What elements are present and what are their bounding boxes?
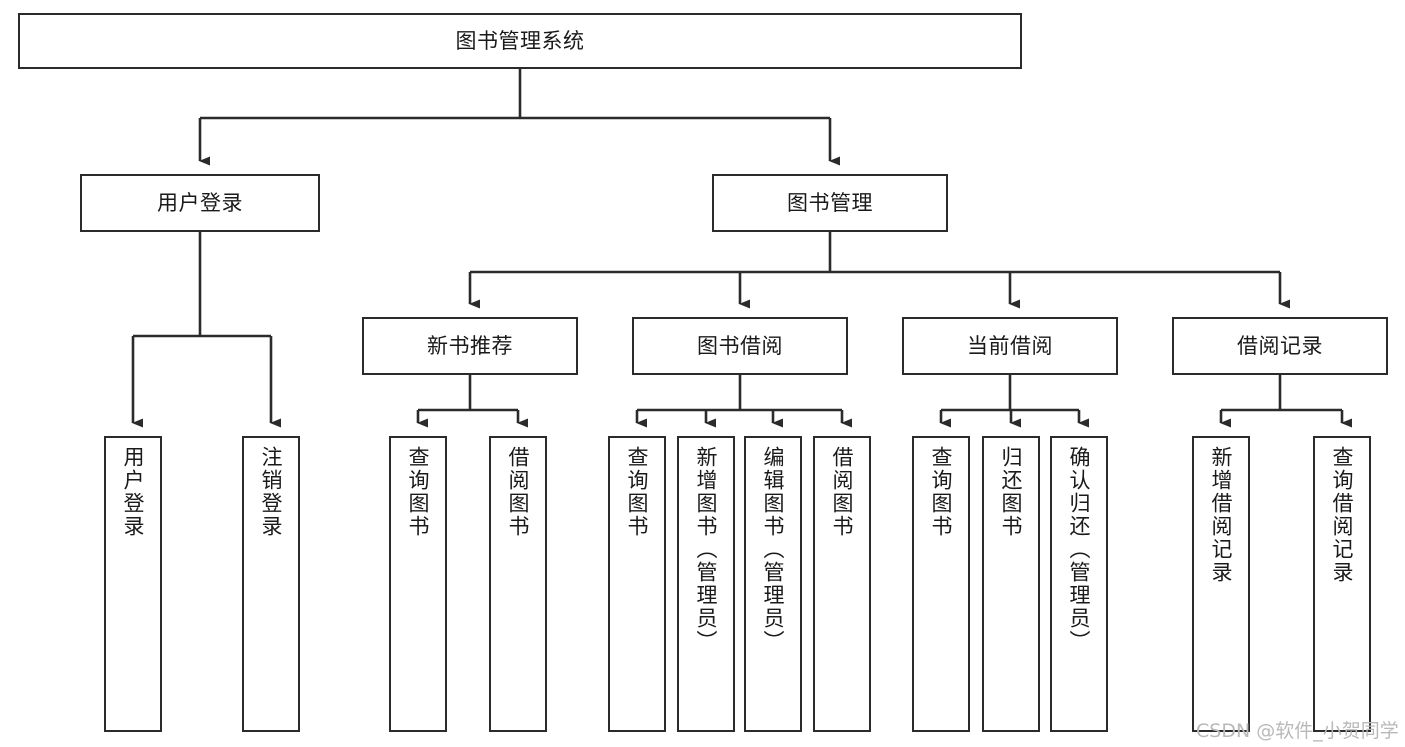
node-label: 确认归还（管理员） [1067, 446, 1092, 653]
node-label: 图书管理 [787, 190, 873, 215]
node-label: 当前借阅 [967, 333, 1053, 358]
node-login-2: 注销登录 [242, 436, 300, 732]
node-new-2: 借阅图书 [489, 436, 547, 732]
node-label: 新书推荐 [427, 333, 513, 358]
node-current-3: 确认归还（管理员） [1050, 436, 1108, 732]
node-login: 用户登录 [80, 174, 320, 232]
node-label: 查询图书 [929, 446, 954, 538]
node-label: 图书管理系统 [455, 28, 585, 53]
node-rec-2: 查询借阅记录 [1313, 436, 1371, 732]
node-label: 查询图书 [406, 446, 431, 538]
node-label: 图书借阅 [697, 333, 783, 358]
node-label: 用户登录 [157, 190, 243, 215]
node-label: 新增图书（管理员） [694, 446, 719, 653]
node-current-1: 查询图书 [912, 436, 970, 732]
node-label: 借阅记录 [1237, 333, 1323, 358]
node-borrow-1: 查询图书 [608, 436, 666, 732]
csdn-watermark: CSDN @软件_小贺同学 [1196, 720, 1399, 742]
connector-lines [131, 69, 1352, 428]
node-label: 查询借阅记录 [1330, 446, 1355, 584]
node-login-1: 用户登录 [104, 436, 162, 732]
node-label: 查询图书 [625, 446, 650, 538]
node-label: 编辑图书（管理员） [761, 446, 786, 653]
node-label: 借阅图书 [830, 446, 855, 538]
node-borrow-2: 新增图书（管理员） [677, 436, 735, 732]
node-records: 借阅记录 [1172, 317, 1388, 375]
node-newbooks: 新书推荐 [362, 317, 578, 375]
node-current: 当前借阅 [902, 317, 1118, 375]
node-new-1: 查询图书 [389, 436, 447, 732]
node-label: 归还图书 [999, 446, 1024, 538]
node-borrow-3: 编辑图书（管理员） [744, 436, 802, 732]
node-label: 新增借阅记录 [1209, 446, 1234, 584]
node-bookmgmt: 图书管理 [712, 174, 948, 232]
node-current-2: 归还图书 [982, 436, 1040, 732]
node-borrow: 图书借阅 [632, 317, 848, 375]
node-label: 用户登录 [121, 446, 146, 538]
node-label: 注销登录 [259, 446, 284, 538]
node-rec-1: 新增借阅记录 [1192, 436, 1250, 732]
node-root: 图书管理系统 [18, 13, 1022, 69]
node-borrow-4: 借阅图书 [813, 436, 871, 732]
node-label: 借阅图书 [506, 446, 531, 538]
